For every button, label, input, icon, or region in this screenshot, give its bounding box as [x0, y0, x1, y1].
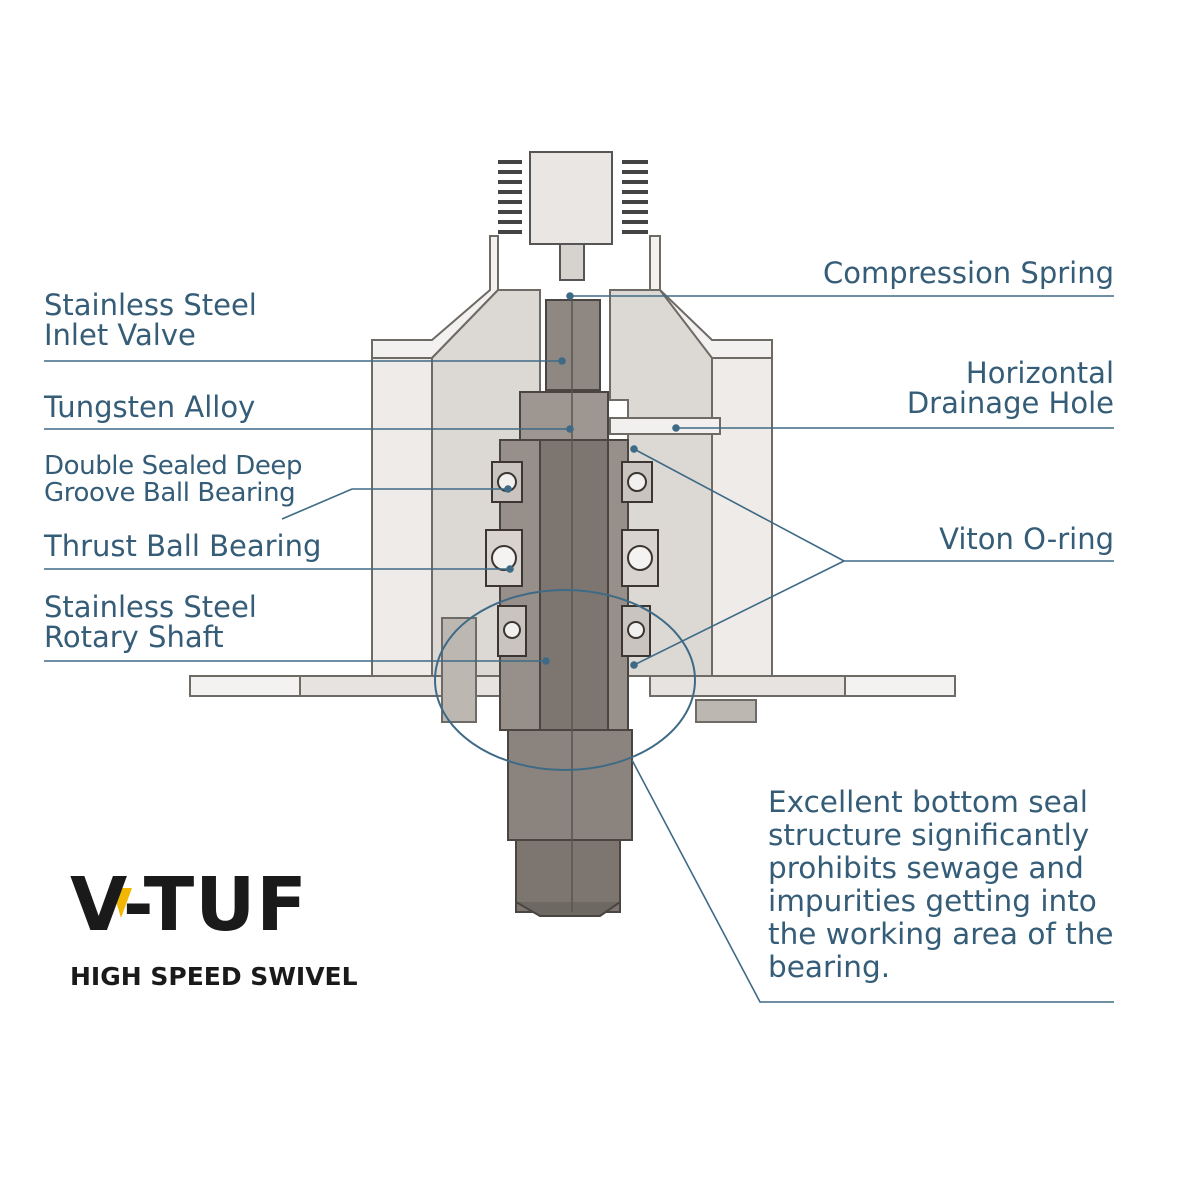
bottom-seal-note: Excellent bottom seal structure signific…: [768, 785, 1114, 985]
brand-logo-text: V-TUF: [70, 862, 308, 948]
label-rotary-shaft: Stainless Steel Rotary Shaft: [44, 590, 257, 655]
brand-chevron-icon: [112, 888, 132, 918]
label-compression-spring: Compression Spring: [823, 256, 1114, 290]
label-tungsten-alloy: Tungsten Alloy: [44, 390, 256, 424]
seal-highlight-ellipse: [434, 589, 696, 771]
brand-tagline: HIGH SPEED SWIVEL: [70, 962, 358, 991]
label-drainage-hole: Horizontal Drainage Hole: [906, 356, 1114, 421]
label-viton-oring: Viton O-ring: [939, 522, 1114, 556]
label-thrust-bearing: Thrust Ball Bearing: [44, 529, 322, 563]
top-connector: [498, 151, 648, 281]
label-ball-bearing: Double Sealed Deep Groove Ball Bearing: [44, 451, 303, 509]
drainage-hole: [609, 417, 721, 435]
label-inlet-valve: Stainless Steel Inlet Valve: [44, 288, 257, 353]
leader-lines: [44, 292, 1114, 1003]
bearings: [485, 461, 659, 657]
base-plate: [189, 617, 956, 723]
